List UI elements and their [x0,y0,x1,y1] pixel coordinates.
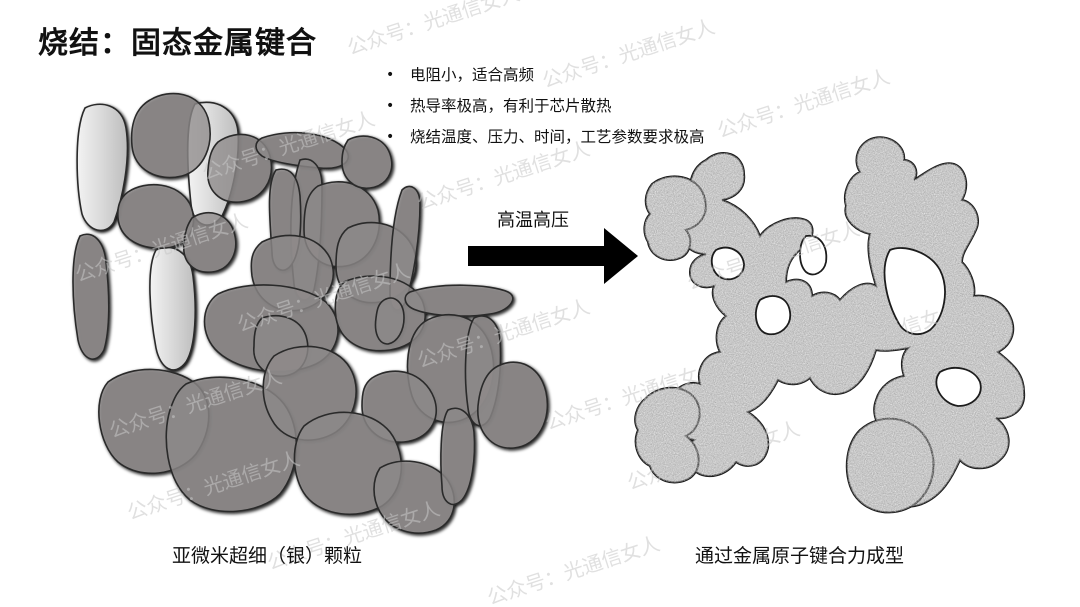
sintered-network [634,136,1026,514]
bullet-item: 烧结温度、压力、时间，工艺参数要求极高 [382,122,705,153]
particle [76,103,129,232]
watermark-text: 公众号：光通信女人 [714,64,893,142]
pore [754,295,792,336]
loose-particles-cluster [72,92,549,534]
particle [404,284,514,317]
pore [799,234,828,276]
particle [149,246,196,371]
particle [207,133,273,203]
process-arrow [468,228,638,284]
caption-left: 亚微米超细（银）颗粒 [172,545,363,567]
arrow-label: 高温高压 [497,210,569,231]
caption-right: 通过金属原子键合力成型 [695,545,905,567]
arrow-shape [468,228,638,284]
pore [935,367,982,407]
particle [440,407,476,506]
particle [72,233,110,360]
particle [373,460,455,534]
particle [477,361,549,449]
pore [710,246,745,281]
particle [130,92,211,179]
particle [117,184,195,250]
particle [255,131,349,170]
particle [374,297,405,345]
watermark-text: 公众号：光通信女人 [344,0,523,60]
page-title: 烧结：固态金属键合 [38,26,317,61]
bullet-item: 热导率极高，有利于芯片散热 [382,91,705,122]
bullet-list: 电阻小，适合高频 热导率极高，有利于芯片散热 烧结温度、压力、时间，工艺参数要求… [382,60,705,153]
pore [883,247,946,336]
bullet-item: 电阻小，适合高频 [382,60,705,91]
watermark-text: 公众号：光通信女人 [484,531,663,607]
particle [183,211,237,273]
